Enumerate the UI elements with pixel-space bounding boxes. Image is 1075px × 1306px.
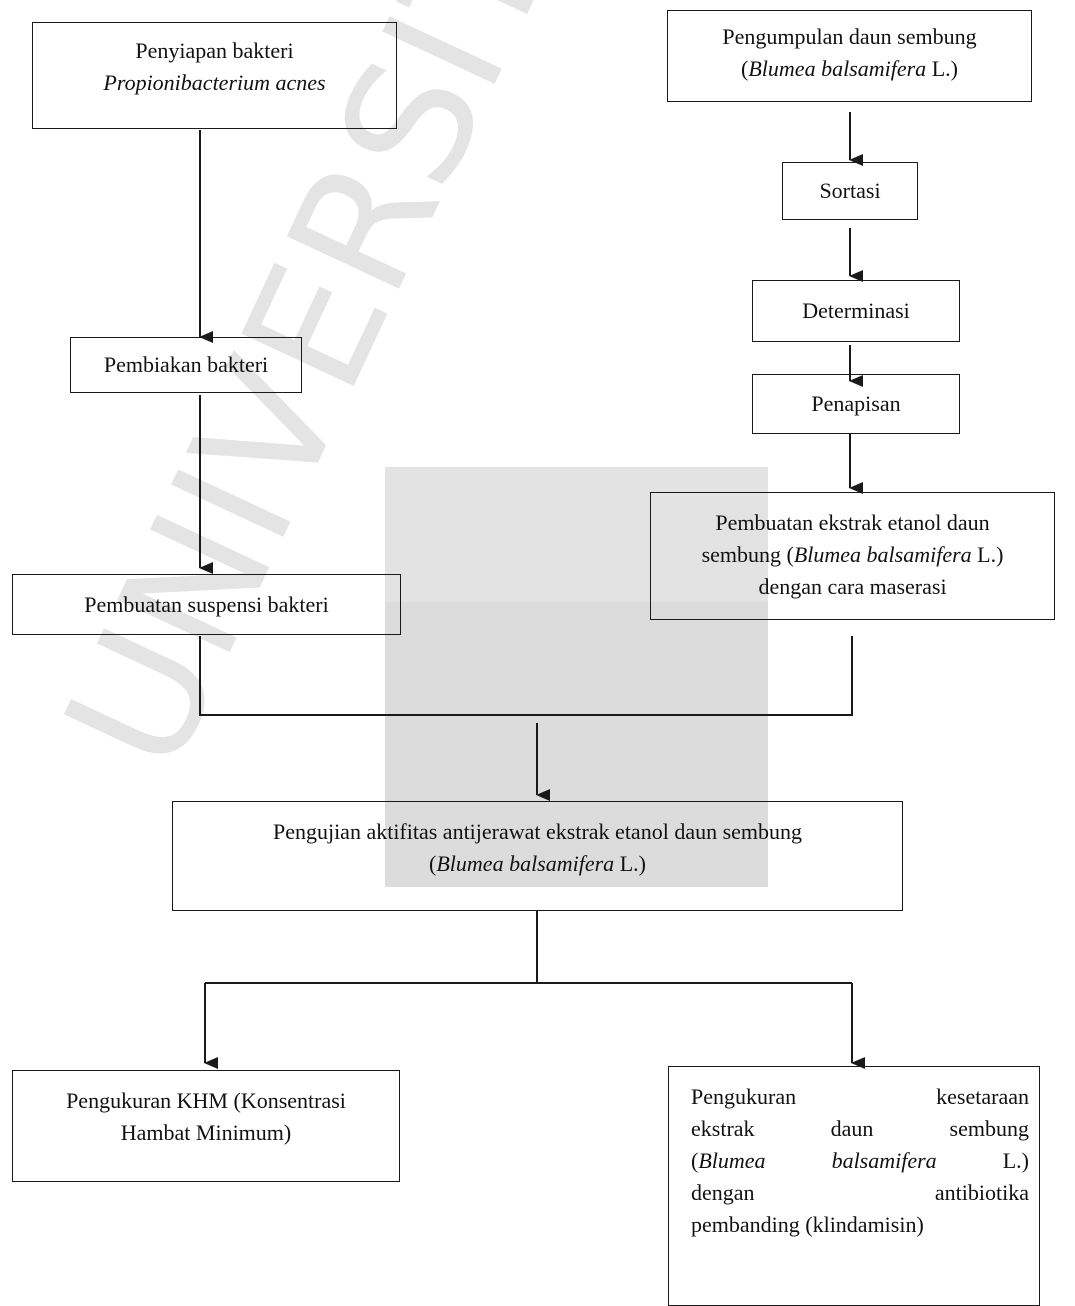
khm-line1: Pengukuran KHM (Konsentrasi	[66, 1088, 346, 1113]
equiv-word: daun	[830, 1116, 874, 1141]
equiv-line3: (Blumea balsamifera L.)	[691, 1145, 1029, 1177]
suspension-making-box: Pembuatan suspensi bakteri	[12, 574, 401, 635]
species-suffix: L.)	[926, 56, 958, 81]
screening-label: Penapisan	[811, 391, 901, 416]
extract-line2-pre: sembung (	[701, 542, 794, 567]
extract-line2: sembung (Blumea balsamifera L.)	[651, 539, 1054, 571]
extract-line1: Pembuatan ekstrak etanol daun	[715, 510, 990, 535]
species-suffix: L.)	[614, 851, 646, 876]
species-suffix: L.)	[1002, 1148, 1029, 1173]
determination-box: Determinasi	[752, 280, 960, 342]
extract-line3: dengan cara maserasi	[758, 574, 947, 599]
paren-open: (	[741, 56, 749, 81]
equiv-line5: pembanding (klindamisin)	[691, 1209, 1029, 1241]
merge-line	[199, 636, 853, 716]
species-name: Blumea balsamifera	[748, 56, 927, 81]
equiv-line4: dengan antibiotika	[691, 1177, 1029, 1209]
activity-test-line1: Pengujian aktifitas antijerawat ekstrak …	[272, 819, 803, 844]
species-name: Blumea balsamifera	[436, 851, 615, 876]
equivalence-measurement-box: Pengukuran kesetaraan ekstrak daun sembu…	[668, 1066, 1040, 1306]
paren-open: (	[429, 851, 437, 876]
bacteria-preparation-box: Penyiapan bakteri Propionibacterium acne…	[32, 22, 397, 129]
activity-test-box: Pengujian aktifitas antijerawat ekstrak …	[172, 801, 903, 911]
equiv-word: antibiotika	[934, 1180, 1029, 1205]
bacteria-prep-title: Penyiapan bakteri	[135, 38, 294, 63]
species-epithet: balsamifera	[831, 1148, 937, 1173]
species-genus: Blumea	[698, 1148, 766, 1173]
equiv-word: Pengukuran	[691, 1084, 797, 1109]
bacteria-culture-box: Pembiakan bakteri	[70, 337, 302, 393]
watermark-block-bottom	[385, 602, 768, 887]
watermark-block-top	[385, 467, 768, 602]
bacteria-culture-label: Pembiakan bakteri	[103, 352, 269, 377]
determination-label: Determinasi	[802, 298, 910, 323]
equiv-word: sembung	[949, 1116, 1029, 1141]
sortation-box: Sortasi	[782, 162, 918, 220]
leaf-collection-species-line: (Blumea balsamifera L.)	[668, 53, 1031, 85]
paren-open: (	[691, 1148, 699, 1173]
suspension-label: Pembuatan suspensi bakteri	[84, 592, 329, 617]
equiv-line2: ekstrak daun sembung	[691, 1113, 1029, 1145]
leaf-collection-title: Pengumpulan daun sembung	[722, 24, 977, 49]
bacteria-species: Propionibacterium acnes	[103, 70, 326, 95]
sortation-label: Sortasi	[819, 178, 881, 203]
equiv-word: ekstrak	[691, 1116, 755, 1141]
equiv-word: kesetaraan	[936, 1084, 1029, 1109]
khm-line2: Hambat Minimum)	[120, 1120, 292, 1145]
equiv-species-genus: (Blumea	[691, 1145, 766, 1177]
equiv-last-line: pembanding (klindamisin)	[691, 1212, 924, 1237]
khm-measurement-box: Pengukuran KHM (Konsentrasi Hambat Minim…	[12, 1070, 400, 1182]
extract-making-box: Pembuatan ekstrak etanol daun sembung (B…	[650, 492, 1055, 620]
leaf-collection-box: Pengumpulan daun sembung (Blumea balsami…	[667, 10, 1032, 102]
equiv-line1: Pengukuran kesetaraan	[691, 1081, 1029, 1113]
activity-test-species-line: (Blumea balsamifera L.)	[173, 848, 902, 880]
equiv-word: dengan	[691, 1180, 755, 1205]
screening-box: Penapisan	[752, 374, 960, 434]
extract-species: Blumea balsamifera	[793, 542, 972, 567]
extract-line2-post: L.)	[971, 542, 1004, 567]
